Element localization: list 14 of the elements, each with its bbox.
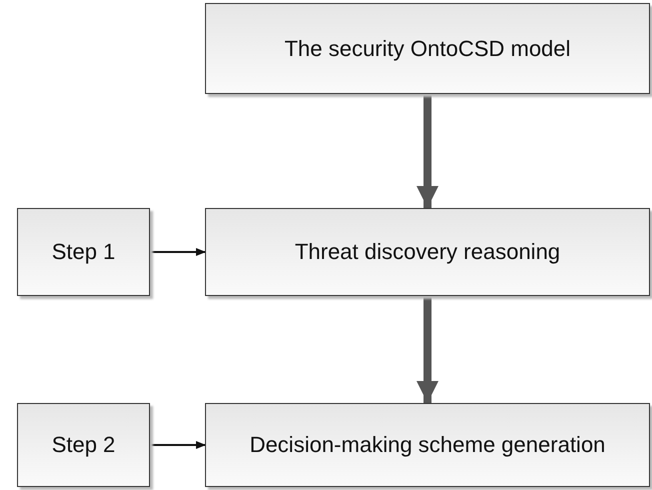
process-box [205, 208, 650, 296]
box-label: The security OntoCSD model [283, 34, 572, 63]
process-box [205, 3, 650, 94]
arrow [416, 296, 438, 403]
arrow [416, 94, 438, 208]
box-label: Decision-making scheme generation [248, 431, 606, 460]
process-box [17, 208, 150, 296]
process-box [17, 403, 150, 487]
process-box [205, 403, 650, 487]
box-label: Threat discovery reasoning [294, 238, 562, 266]
box-label: Step 1 [50, 238, 116, 266]
arrow [150, 441, 206, 449]
box-label: Step 2 [50, 431, 116, 460]
arrow [150, 248, 206, 256]
